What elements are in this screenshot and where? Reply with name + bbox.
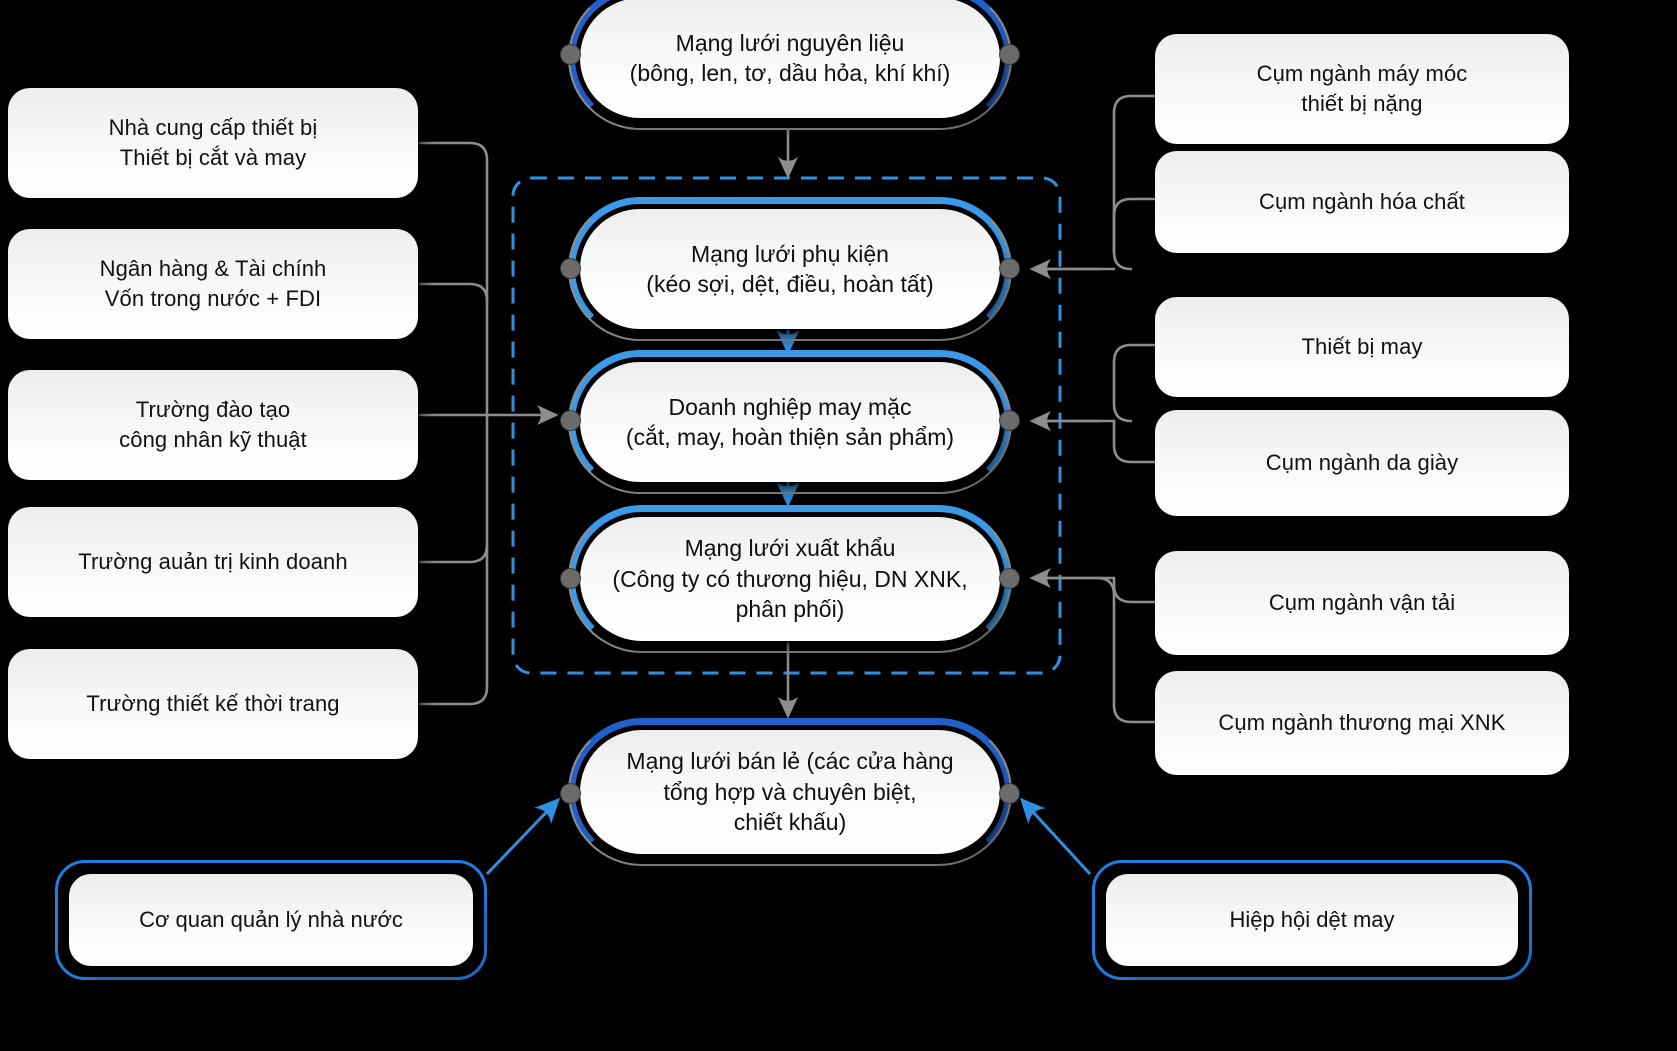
right-card-3-label: Cụm ngành da giày — [1265, 450, 1459, 476]
right-card-0-label: Cụm ngành máy móc thiết bị nặng — [1256, 61, 1468, 116]
right-card-0[interactable]: Cụm ngành máy móc thiết bị nặng — [1155, 34, 1569, 144]
left-card-3-label: Trường auản trị kinh doanh — [78, 549, 348, 575]
bottom-card-1-body: Hiệp hội dệt may — [1106, 874, 1518, 966]
node-port-right-4 — [1000, 784, 1019, 803]
bottom-card-hiep-hoi-det-may[interactable]: Hiệp hội dệt may — [1092, 860, 1532, 980]
center-node-nguyen-lieu[interactable]: Mạng lưới nguyên liệu (bông, len, tơ, dầ… — [561, 0, 1019, 130]
node-port-right-1 — [1000, 259, 1019, 278]
left-card-1[interactable]: Ngân hàng & Tài chính Vốn trong nước + F… — [8, 229, 418, 339]
center-node-4-body: Mạng lưới bán lẻ (các cửa hàng tổng hợp … — [580, 730, 1000, 854]
center-node-0-label: Mạng lưới nguyên liệu (bông, len, tơ, dầ… — [629, 29, 951, 86]
node-port-left-0 — [561, 45, 580, 64]
left-card-1-label: Ngân hàng & Tài chính Vốn trong nước + F… — [99, 256, 327, 311]
center-node-0-body: Mạng lưới nguyên liệu (bông, len, tơ, dầ… — [580, 0, 1000, 118]
right-card-2-label: Thiết bị may — [1301, 334, 1423, 360]
right-card-3[interactable]: Cụm ngành da giày — [1155, 410, 1569, 516]
center-node-phu-kien[interactable]: Mạng lưới phụ kiện (kéo sợi, dệt, điều, … — [561, 197, 1019, 341]
ring-shadow-0 — [568, 0, 1012, 130]
right-card-5-label: Cụm ngành thương mại XNK — [1218, 710, 1506, 736]
center-node-ban-le[interactable]: Mạng lưới bán lẻ (các cửa hàng tổng hợp … — [561, 718, 1019, 866]
left-card-4[interactable]: Trường thiết kế thời trang — [8, 649, 418, 759]
node-port-left-3 — [561, 569, 580, 588]
center-node-1-label: Mạng lưới phụ kiện (kéo sợi, dệt, điều, … — [646, 240, 934, 297]
left-card-2-label: Trường đào tạo công nhân kỹ thuật — [119, 397, 307, 452]
right-card-4-label: Cụm ngành vận tải — [1268, 590, 1456, 616]
center-node-2-label: Doanh nghiệp may mặc (cắt, may, hoàn thi… — [625, 393, 955, 450]
arrow-coquan-to-banle — [485, 797, 561, 876]
node-port-left-2 — [561, 411, 580, 430]
node-port-right-3 — [1000, 569, 1019, 588]
left-card-0[interactable]: Nhà cung cấp thiết bị Thiết bị cắt và ma… — [8, 88, 418, 198]
outline-frame-0 — [55, 860, 487, 980]
center-node-xuat-khau[interactable]: Mạng lưới xuất khẩu (Công ty có thương h… — [561, 505, 1019, 653]
arrow-hiephoi-to-banle — [1019, 797, 1092, 876]
bottom-card-1-label: Hiệp hội dệt may — [1229, 907, 1395, 933]
right-card-4[interactable]: Cụm ngành vận tải — [1155, 551, 1569, 655]
right-card-2[interactable]: Thiết bị may — [1155, 297, 1569, 397]
right-connector-group — [1034, 94, 1157, 724]
left-card-4-label: Trường thiết kế thời trang — [86, 691, 340, 717]
node-port-left-1 — [561, 259, 580, 278]
left-connector-group — [418, 141, 489, 706]
center-node-3-label: Mạng lưới xuất khẩu (Công ty có thương h… — [612, 535, 968, 623]
center-node-doanh-nghiep-may-mac[interactable]: Doanh nghiệp may mặc (cắt, may, hoàn thi… — [561, 350, 1019, 494]
right-card-5[interactable]: Cụm ngành thương mại XNK — [1155, 671, 1569, 775]
bottom-card-0-body: Cơ quan quản lý nhà nước — [69, 874, 473, 966]
outline-frame-1 — [1092, 860, 1532, 980]
left-card-3[interactable]: Trường auản trị kinh doanh — [8, 507, 418, 617]
center-node-3-body: Mạng lưới xuất khẩu (Công ty có thương h… — [580, 517, 1000, 641]
center-node-4-label: Mạng lưới bán lẻ (các cửa hàng tổng hợp … — [626, 748, 954, 836]
bottom-card-co-quan-quan-ly[interactable]: Cơ quan quản lý nhà nước — [55, 860, 487, 980]
left-card-2[interactable]: Trường đào tạo công nhân kỹ thuật — [8, 370, 418, 480]
node-port-left-4 — [561, 784, 580, 803]
node-port-right-2 — [1000, 411, 1019, 430]
center-node-1-body: Mạng lưới phụ kiện (kéo sợi, dệt, điều, … — [580, 209, 1000, 329]
right-card-1[interactable]: Cụm ngành hóa chất — [1155, 151, 1569, 253]
node-port-right-0 — [1000, 45, 1019, 64]
bottom-card-0-label: Cơ quan quản lý nhà nước — [139, 907, 403, 933]
right-card-1-label: Cụm ngành hóa chất — [1258, 189, 1466, 215]
center-node-2-body: Doanh nghiệp may mặc (cắt, may, hoàn thi… — [580, 362, 1000, 482]
left-card-0-label: Nhà cung cấp thiết bị Thiết bị cắt và ma… — [108, 115, 318, 170]
